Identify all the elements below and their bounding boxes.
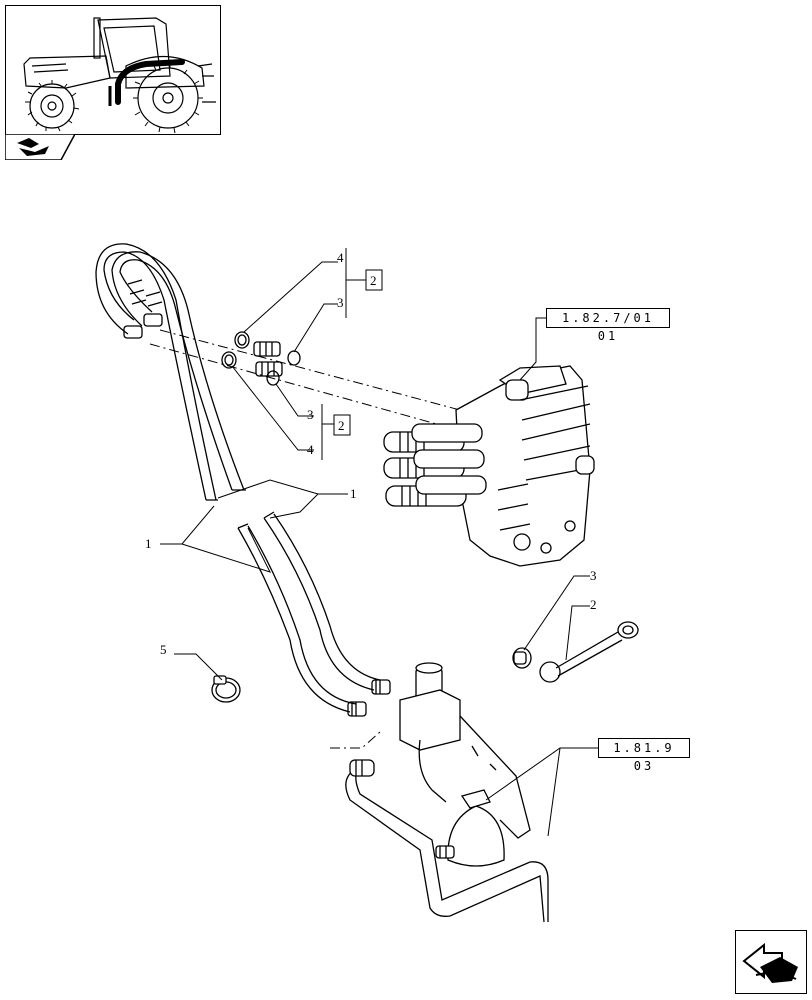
boxed-callouts: 2 2 bbox=[333, 269, 383, 436]
callout-hose-upper: 1 bbox=[350, 486, 357, 501]
alignment-lines bbox=[149, 329, 461, 749]
loose-parts bbox=[211, 621, 639, 703]
boxed-callout-lower: 2 bbox=[338, 418, 345, 433]
lower-hose-pair bbox=[237, 511, 391, 717]
control-valve-block bbox=[383, 365, 595, 567]
callout-plug-upper: 3 bbox=[337, 295, 344, 310]
accumulator-assembly bbox=[345, 662, 549, 923]
callout-labels: 4 3 3 4 1 1 5 3 2 bbox=[145, 250, 597, 657]
callout-plug-lower: 3 bbox=[307, 407, 314, 422]
fittings-exploded bbox=[221, 331, 301, 386]
upper-hose-pair bbox=[95, 243, 246, 501]
callout-oring-upper: 4 bbox=[337, 250, 344, 265]
tractor-thumbnail-icon bbox=[23, 17, 216, 134]
section-tab bbox=[4, 133, 77, 161]
callout-cap-chain: 2 bbox=[590, 597, 597, 612]
leader-lines bbox=[160, 248, 598, 837]
navigation-button[interactable] bbox=[735, 930, 807, 994]
tractor-thumbnail bbox=[5, 5, 221, 135]
valve-block-ref-link[interactable]: 1.82.7/01 01 bbox=[546, 308, 670, 343]
callout-oring-lower: 4 bbox=[307, 442, 314, 457]
navigation-arrow-icon bbox=[742, 942, 798, 983]
accumulator-ref-link[interactable]: 1.81.9 03 bbox=[598, 738, 690, 773]
callout-plug-single: 3 bbox=[590, 568, 597, 583]
callout-hose-lower: 1 bbox=[145, 536, 152, 551]
boxed-callout-upper: 2 bbox=[370, 273, 377, 288]
callout-clamp: 5 bbox=[160, 642, 167, 657]
